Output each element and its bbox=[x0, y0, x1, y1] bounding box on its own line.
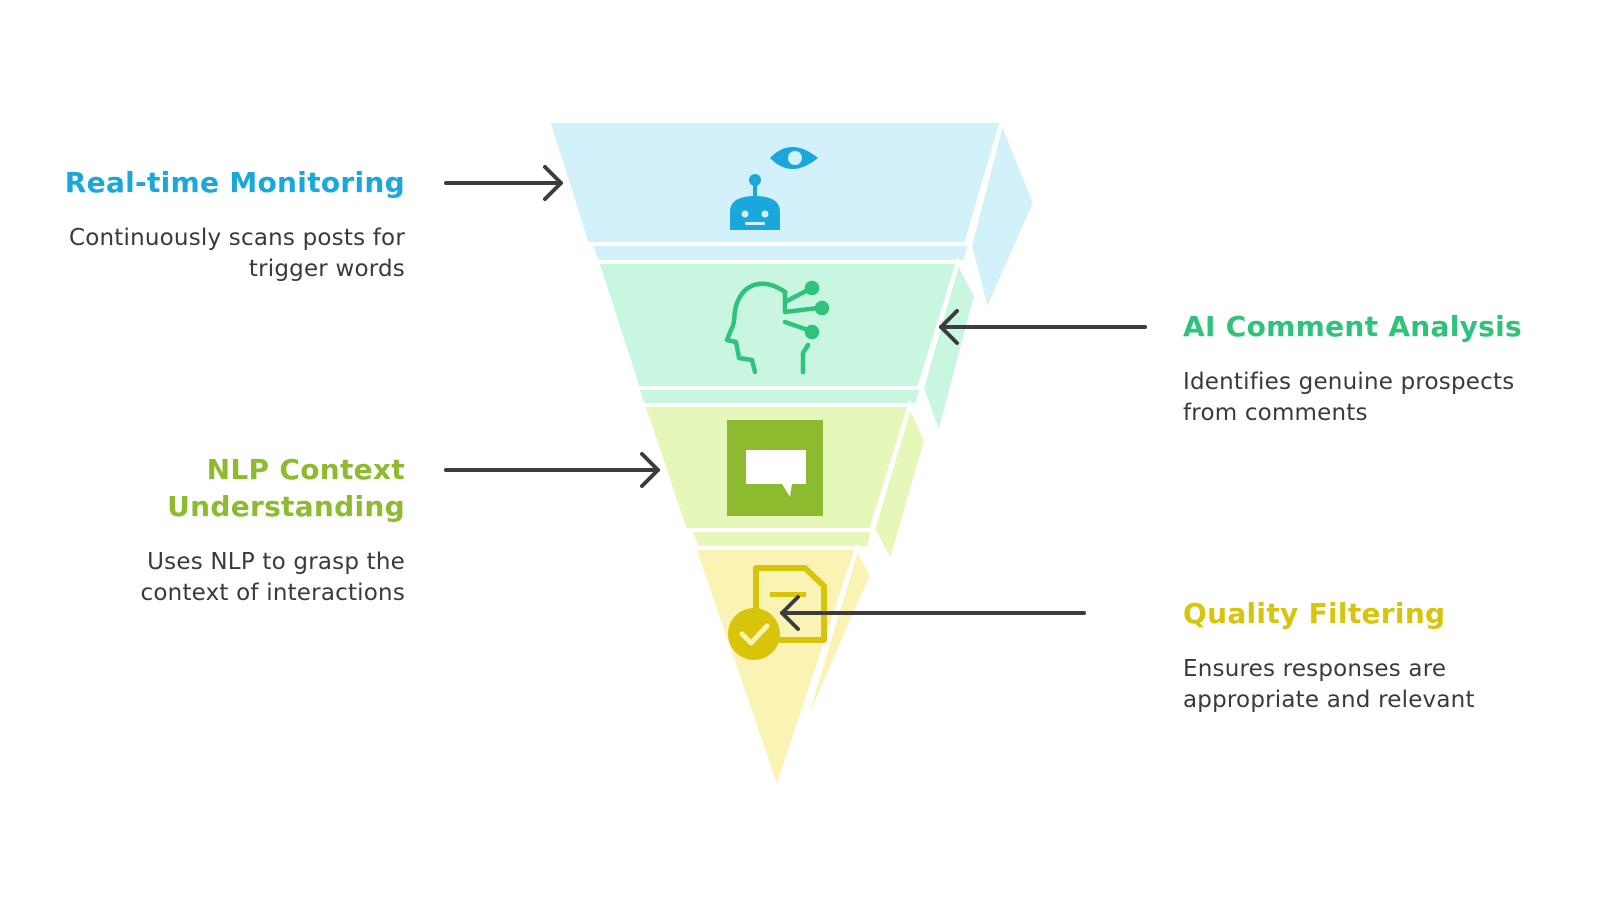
arrow-to-quality bbox=[780, 595, 1086, 631]
stage-nlp: NLP Context Understanding Uses NLP to gr… bbox=[105, 451, 405, 609]
stage-title: NLP Context Understanding bbox=[167, 453, 405, 523]
speech-bubble-icon bbox=[727, 420, 823, 516]
arrow-to-nlp bbox=[444, 452, 660, 488]
stage-monitoring: Real-time Monitoring Continuously scans … bbox=[20, 164, 405, 285]
funnel-layer-analysis bbox=[594, 256, 979, 443]
funnel-layer-quality bbox=[691, 542, 875, 797]
funnel-layer-monitoring bbox=[545, 114, 1038, 319]
ai-head-circuit-icon bbox=[724, 280, 830, 375]
stage-title: Real-time Monitoring bbox=[64, 166, 405, 199]
stage-description: Continuously scans posts for trigger wor… bbox=[68, 225, 405, 282]
arrow-to-monitoring bbox=[444, 165, 563, 201]
arrow-to-analysis bbox=[939, 309, 1147, 345]
stage-description: Uses NLP to grasp the context of interac… bbox=[140, 549, 405, 606]
robot-with-eye-icon bbox=[730, 147, 818, 230]
stage-title: Quality Filtering bbox=[1183, 597, 1446, 630]
stage-title: AI Comment Analysis bbox=[1183, 310, 1523, 343]
stage-description: Ensures responses are appropriate and re… bbox=[1183, 656, 1475, 713]
stage-quality: Quality Filtering Ensures responses are … bbox=[1183, 595, 1523, 716]
stage-analysis: AI Comment Analysis Identifies genuine p… bbox=[1183, 308, 1563, 429]
stage-description: Identifies genuine prospects from commen… bbox=[1183, 369, 1515, 426]
